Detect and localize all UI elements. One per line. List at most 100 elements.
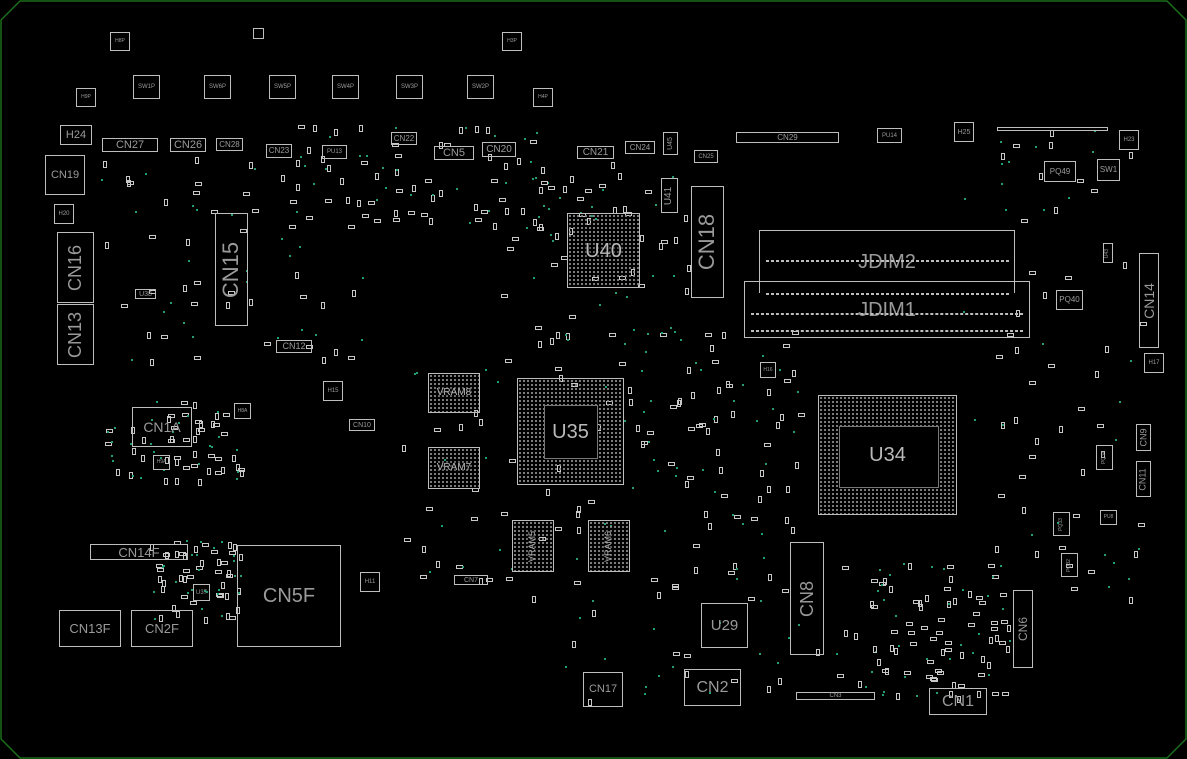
smd-pad — [554, 366, 562, 371]
smd-pad — [540, 166, 545, 174]
connector-cn26[interactable]: CN26 — [170, 138, 206, 152]
vram-vram5[interactable]: VRAM5 — [512, 520, 554, 572]
smd-pad — [730, 679, 738, 684]
smd-pad — [174, 550, 179, 558]
smd-pad — [758, 495, 763, 503]
component-u40[interactable]: U40 — [567, 213, 640, 288]
connector-cn7[interactable]: CN7 — [454, 575, 488, 585]
component-pq49[interactable]: PQ49 — [1044, 161, 1076, 182]
smd-pad — [997, 494, 1005, 499]
smd-pad — [647, 430, 655, 435]
ref-label: CN28 — [219, 139, 240, 149]
connector-cn29[interactable]: CN29 — [736, 132, 839, 143]
connector-cn5[interactable]: CN5 — [434, 146, 474, 160]
smd-pad — [585, 188, 593, 193]
smd-pad — [252, 209, 260, 214]
switch-sw2p[interactable]: SW2P — [467, 75, 494, 99]
connector-cn11[interactable]: CN11 — [1136, 461, 1151, 497]
connector-cn18[interactable]: CN18 — [691, 186, 724, 298]
connector-cn8[interactable]: CN8 — [790, 542, 824, 655]
connector-cn5f[interactable]: CN5F — [237, 545, 341, 647]
smd-pad — [931, 677, 939, 682]
connector-cn20[interactable]: CN20 — [482, 142, 516, 157]
via — [209, 445, 212, 448]
connector-cn16[interactable]: CN16 — [57, 232, 94, 303]
smd-pad — [672, 583, 680, 588]
connector-cn1a[interactable]: CN1A — [132, 407, 192, 447]
component-pq33[interactable]: PQ33 — [1053, 512, 1070, 536]
smd-pad — [471, 517, 479, 522]
smd-pad — [1020, 219, 1028, 224]
component-pu8[interactable]: PU8 — [1100, 510, 1117, 525]
smd-pad — [171, 426, 179, 431]
connector-cn19[interactable]: CN19 — [45, 155, 85, 195]
via — [111, 440, 114, 443]
ref-label: U34 — [869, 444, 906, 466]
connector-cn9[interactable]: CN9 — [1136, 424, 1151, 451]
component-u37[interactable]: U37 — [193, 584, 210, 601]
switch-sw1p[interactable]: SW1P — [133, 75, 160, 99]
via — [140, 477, 143, 480]
ref-label: PU8 — [1103, 514, 1114, 520]
vram-vram8[interactable]: VRAM8 — [428, 373, 480, 413]
smd-pad — [1076, 179, 1084, 184]
component-u41[interactable]: U41 — [661, 178, 678, 213]
connector-cn13[interactable]: CN13 — [57, 304, 94, 365]
ref-label: PQ40 — [1059, 295, 1080, 304]
via — [648, 441, 651, 444]
via — [395, 168, 398, 171]
ref-label: H8P — [115, 38, 125, 44]
connector-cn3[interactable]: CN3 — [796, 692, 875, 700]
component-pq32[interactable]: PQ32 — [1061, 553, 1078, 577]
connector-cn1[interactable]: CN1 — [929, 688, 987, 715]
component-u43[interactable]: U43 — [1103, 243, 1113, 263]
smd-pad — [435, 561, 440, 569]
connector-cn15[interactable]: CN15 — [215, 213, 248, 326]
connector-cn23[interactable]: CN23 — [266, 144, 292, 158]
smd-pad — [231, 455, 236, 463]
via — [410, 193, 413, 196]
connector-cn22[interactable]: CN22 — [391, 132, 417, 145]
component-pu13[interactable]: PU13 — [322, 145, 347, 159]
component-u29[interactable]: U29 — [701, 603, 748, 648]
component-u35[interactable]: U35 — [517, 378, 624, 485]
via — [592, 600, 595, 603]
switch-sw6p[interactable]: SW6P — [204, 75, 231, 99]
smd-pad — [411, 184, 416, 192]
component-pu14[interactable]: PU14 — [877, 128, 902, 143]
vram-vram7[interactable]: VRAM7 — [428, 447, 480, 489]
switch-sw1[interactable]: SW1 — [1097, 159, 1120, 181]
via — [657, 470, 660, 473]
connector-cn12[interactable]: CN12 — [276, 340, 312, 353]
smd-pad — [836, 674, 844, 679]
connector-cn21[interactable]: CN21 — [577, 146, 614, 159]
switch-sw4p[interactable]: SW4P — [332, 75, 359, 99]
component-u34[interactable]: U34 — [818, 395, 957, 515]
connector-cn28[interactable]: CN28 — [216, 138, 243, 151]
connector-cn10[interactable]: CN10 — [349, 419, 375, 431]
smd-pad — [981, 655, 986, 663]
vram-vram6[interactable]: VRAM6 — [588, 520, 630, 572]
connector-cn6[interactable]: CN6 — [1013, 590, 1033, 668]
connector-cn17[interactable]: CN17 — [583, 672, 623, 707]
connector-cn2[interactable]: CN2 — [684, 669, 741, 706]
component-pq34[interactable]: PQ34 — [1096, 445, 1113, 470]
component-u38[interactable]: U38 — [135, 289, 156, 299]
connector-cn24[interactable]: CN24 — [625, 141, 655, 154]
connector-cn27[interactable]: CN27 — [102, 138, 158, 152]
connector-cn2f[interactable]: CN2F — [131, 610, 193, 647]
smd-pad — [691, 392, 696, 400]
connector-cn13f[interactable]: CN13F — [59, 610, 121, 647]
smd-pad — [734, 515, 742, 520]
switch-sw3p[interactable]: SW3P — [396, 75, 423, 99]
smd-pad — [853, 632, 858, 640]
connector-cn25[interactable]: CN25 — [694, 150, 718, 163]
dimm-slot-jdim2[interactable]: JDIM2 — [759, 230, 1015, 293]
smd-pad — [215, 413, 220, 420]
connector-cn14[interactable]: CN14 — [1139, 253, 1159, 348]
connector-cn14f[interactable]: CN14F — [90, 544, 188, 560]
smd-pad — [871, 605, 879, 610]
component-u45[interactable]: U45 — [663, 132, 678, 155]
switch-sw5p[interactable]: SW5P — [269, 75, 296, 99]
component-pq40[interactable]: PQ40 — [1056, 290, 1083, 310]
